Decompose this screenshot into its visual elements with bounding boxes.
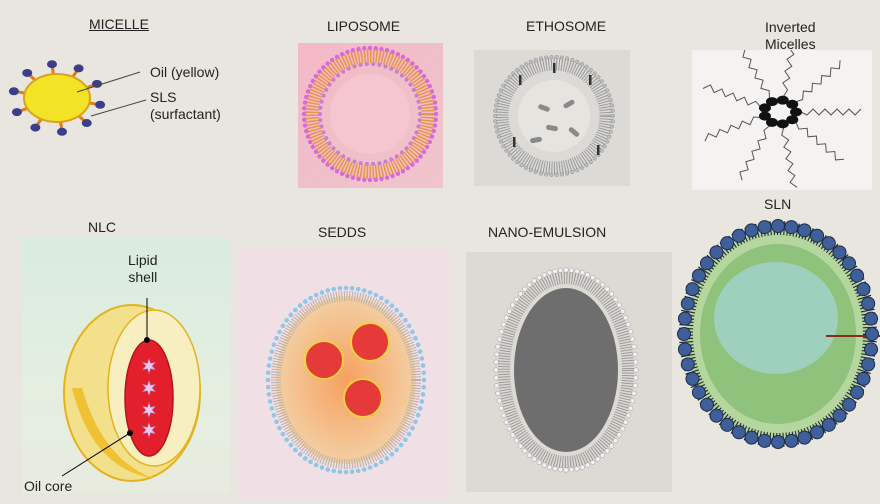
- nano-emulsion-panel: [466, 252, 672, 492]
- ethosome-panel: [474, 50, 630, 186]
- sln-head: [758, 434, 771, 447]
- oil-core-label: Oil core: [24, 478, 72, 495]
- liposome-title: LIPOSOME: [327, 18, 400, 35]
- inverted-head: [777, 119, 789, 128]
- sln-head: [700, 257, 713, 270]
- liposome-panel: [298, 43, 443, 188]
- sln-head: [678, 343, 691, 356]
- ethosome-title: ETHOSOME: [526, 18, 606, 35]
- nano-emulsion-drawing: [466, 252, 672, 492]
- micelle-head: [9, 87, 19, 95]
- sln-head: [857, 283, 870, 296]
- sln-head: [833, 409, 846, 422]
- micelle-head: [57, 128, 67, 136]
- sln-head: [732, 229, 745, 242]
- sln-head: [678, 328, 691, 341]
- sln-head: [681, 297, 694, 310]
- sln-head: [758, 221, 771, 234]
- sedds-droplet: [351, 323, 389, 361]
- sln-head: [843, 398, 856, 411]
- sln-head: [710, 246, 723, 259]
- micelle-head: [47, 60, 57, 68]
- sln-head: [700, 398, 713, 411]
- inverted-head: [759, 112, 771, 121]
- micelle-head: [82, 119, 92, 127]
- micelle-head: [74, 64, 84, 72]
- micelle-drawing: [0, 40, 280, 160]
- sln-drawing: [676, 218, 880, 454]
- sln-head: [843, 257, 856, 270]
- sln-panel: [676, 218, 880, 454]
- nlc-title: NLC: [88, 219, 116, 236]
- nlc-oil-core: [125, 340, 173, 456]
- inverted-micelles-panel: [692, 50, 872, 190]
- sln-head: [686, 372, 699, 385]
- sln-head: [798, 431, 811, 444]
- inverted-micelles-drawing: [692, 50, 872, 190]
- nlc-panel: [22, 238, 230, 493]
- micelle-panel: [0, 40, 280, 160]
- sln-head: [785, 221, 798, 234]
- sln-title: SLN: [764, 196, 791, 213]
- sln-head: [732, 426, 745, 439]
- sln-head: [851, 386, 864, 399]
- sedds-droplet: [344, 379, 382, 417]
- inverted-head: [790, 108, 802, 117]
- nano-emulsion-title: NANO-EMULSION: [488, 224, 606, 241]
- sls-label: SLS (surfactant): [150, 89, 221, 123]
- lipid-shell-label: Lipid shell: [128, 252, 158, 286]
- sln-head: [772, 220, 785, 233]
- sln-head: [678, 312, 691, 325]
- sln-head: [811, 229, 824, 242]
- micelle-head: [12, 108, 22, 116]
- sln-head: [857, 372, 870, 385]
- liposome-drawing: [298, 43, 443, 188]
- nlc-drawing: [22, 238, 230, 493]
- sedds-droplet: [305, 341, 343, 379]
- oil-yellow-label: Oil (yellow): [150, 64, 219, 81]
- sedds-drawing: [238, 250, 450, 500]
- sln-head: [692, 386, 705, 399]
- micelle-oil-core: [24, 74, 90, 122]
- sln-head: [833, 246, 846, 259]
- ethosome-drawing: [474, 50, 630, 186]
- sln-head: [822, 418, 835, 431]
- sln-head: [866, 328, 879, 341]
- sln-head: [851, 269, 864, 282]
- sln-head: [721, 237, 734, 250]
- sln-head: [862, 358, 875, 371]
- sln-head: [785, 434, 798, 447]
- sln-core: [714, 262, 838, 374]
- sln-head: [692, 269, 705, 282]
- micelle-head: [22, 69, 32, 77]
- sln-head: [686, 283, 699, 296]
- micelle-head: [30, 124, 40, 132]
- sln-head: [710, 409, 723, 422]
- sln-head: [681, 358, 694, 371]
- sln-head: [862, 297, 875, 310]
- inverted-head: [766, 97, 778, 106]
- sln-head: [721, 418, 734, 431]
- micelle-head: [95, 101, 105, 109]
- nano-emulsion-core: [514, 288, 618, 452]
- sln-head: [822, 237, 835, 250]
- sln-head: [745, 224, 758, 237]
- inverted-micelles-title: Inverted Micelles: [765, 19, 816, 53]
- inverted-head: [786, 100, 798, 109]
- sedds-title: SEDDS: [318, 224, 366, 241]
- sln-head: [745, 431, 758, 444]
- oil-pointer-line: [77, 72, 140, 92]
- sln-head: [865, 312, 878, 325]
- sln-head: [772, 436, 785, 449]
- sln-head: [811, 426, 824, 439]
- liposome-inner-core: [330, 74, 410, 154]
- sln-head: [798, 224, 811, 237]
- sln-head: [865, 343, 878, 356]
- sedds-panel: [238, 250, 450, 500]
- micelle-title: MICELLE: [89, 16, 149, 33]
